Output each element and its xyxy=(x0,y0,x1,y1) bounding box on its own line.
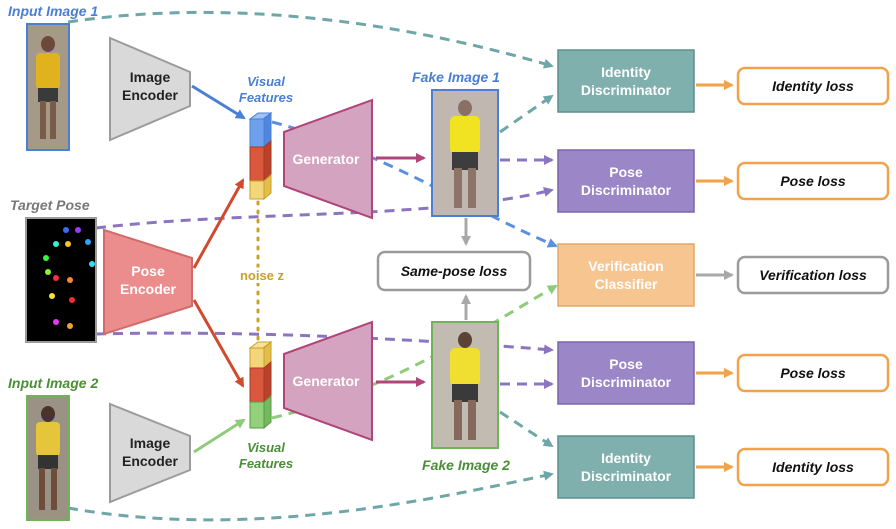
visual-features-1-label-line2: Features xyxy=(239,90,293,105)
pose-keypoint xyxy=(65,241,71,247)
verification-classifier-label-line1: Verification xyxy=(588,258,663,274)
target-pose-map xyxy=(25,217,97,343)
pose-loss-1-label: Pose loss xyxy=(780,173,846,189)
pose-to-pose-disc1-dashed xyxy=(95,187,554,230)
input2-to-identity-dashed xyxy=(67,470,554,522)
verification-classifier-label-line2: Classifier xyxy=(594,276,658,292)
noise-label: noise z xyxy=(240,268,285,283)
visual-features-2-label-line1: Visual xyxy=(247,440,285,455)
target-pose-title: Target Pose xyxy=(10,197,90,213)
pose-keypoint xyxy=(75,227,81,233)
pose-discriminator-2 xyxy=(557,341,695,405)
generator-1 xyxy=(283,98,373,220)
generator-1-label: Generator xyxy=(293,151,360,167)
verification-loss-box xyxy=(736,255,890,295)
image-encoder-2-label-line1: Image xyxy=(130,435,171,451)
pose-keypoint xyxy=(53,241,59,247)
visual-features-2-label-line2: Features xyxy=(239,456,293,471)
pose-keypoint xyxy=(67,323,73,329)
same-pose-loss-label: Same-pose loss xyxy=(401,263,508,279)
encoder1-to-feature1-arrow xyxy=(191,84,246,120)
pose-discriminator-1 xyxy=(557,149,695,213)
image-encoder-2 xyxy=(109,402,191,504)
pose-discriminator-2-label-line2: Discriminator xyxy=(581,374,672,390)
encoder2-to-feature2-arrow xyxy=(193,418,246,454)
identity-loss-box-2 xyxy=(736,447,890,487)
pose-encoder xyxy=(103,228,193,336)
verification-loss-label: Verification loss xyxy=(759,267,867,283)
pose-keypoint xyxy=(53,319,59,325)
generator-2 xyxy=(283,320,373,442)
fake-image-1 xyxy=(431,89,499,217)
verification-classifier xyxy=(557,243,695,307)
feature-stack-2 xyxy=(248,340,273,430)
identity-discriminator-1-label-line2: Discriminator xyxy=(581,82,672,98)
pose-keypoint xyxy=(49,293,55,299)
identity-discriminator-2 xyxy=(557,435,695,499)
pose-discriminator-1-label-line1: Pose xyxy=(609,164,643,180)
pose-encoder-to-feature2-arrow xyxy=(192,299,245,388)
visual-features-1-label-line1: Visual xyxy=(247,74,285,89)
fake1-to-identity-disc-arrow xyxy=(499,94,554,134)
pose-keypoint xyxy=(45,269,51,275)
feature2-to-verification-dashed xyxy=(271,284,558,420)
pose-encoder-label-line2: Encoder xyxy=(120,281,177,297)
pose-keypoint xyxy=(63,227,69,233)
input-image-2 xyxy=(26,395,70,521)
generator-2-label: Generator xyxy=(293,373,360,389)
pose-keypoint xyxy=(85,239,91,245)
image-encoder-1-label-line2: Encoder xyxy=(122,87,179,103)
pose-loss-2-label: Pose loss xyxy=(780,365,846,381)
image-encoder-2-label-line2: Encoder xyxy=(122,453,179,469)
fake-image-2-title: Fake Image 2 xyxy=(422,457,510,473)
identity-discriminator-1-label-line1: Identity xyxy=(601,64,651,80)
image-encoder-1-label-line1: Image xyxy=(130,69,171,85)
identity-discriminator-1 xyxy=(557,49,695,113)
feature-stack-1 xyxy=(248,111,273,201)
pose-discriminator-2-label-line1: Pose xyxy=(609,356,643,372)
pose-encoder-label-line1: Pose xyxy=(131,263,165,279)
fake-image-1-title: Fake Image 1 xyxy=(412,69,500,85)
pose-keypoint xyxy=(53,275,59,281)
input-image-2-title: Input Image 2 xyxy=(8,375,98,391)
pose-loss-box-1 xyxy=(736,161,890,201)
identity-loss-2-label: Identity loss xyxy=(772,459,854,475)
image-encoder-1 xyxy=(109,36,191,142)
pose-keypoint xyxy=(89,261,95,267)
identity-discriminator-2-label-line1: Identity xyxy=(601,450,651,466)
fake-image-2 xyxy=(431,321,499,449)
pose-encoder-to-feature1-arrow xyxy=(192,178,245,269)
pose-loss-box-2 xyxy=(736,353,890,393)
pose-discriminator-1-label-line2: Discriminator xyxy=(581,182,672,198)
identity-discriminator-2-label-line2: Discriminator xyxy=(581,468,672,484)
same-pose-loss-box xyxy=(376,250,532,292)
pose-keypoint xyxy=(69,297,75,303)
fake2-to-identity-disc-arrow xyxy=(499,410,554,448)
pose-keypoint xyxy=(43,255,49,261)
identity-loss-1-label: Identity loss xyxy=(772,78,854,94)
pose-keypoint xyxy=(67,277,73,283)
input-image-1-title: Input Image 1 xyxy=(8,3,98,19)
input-image-1 xyxy=(26,23,70,151)
identity-loss-box-1 xyxy=(736,66,890,106)
input1-to-identity-dashed xyxy=(67,10,554,69)
